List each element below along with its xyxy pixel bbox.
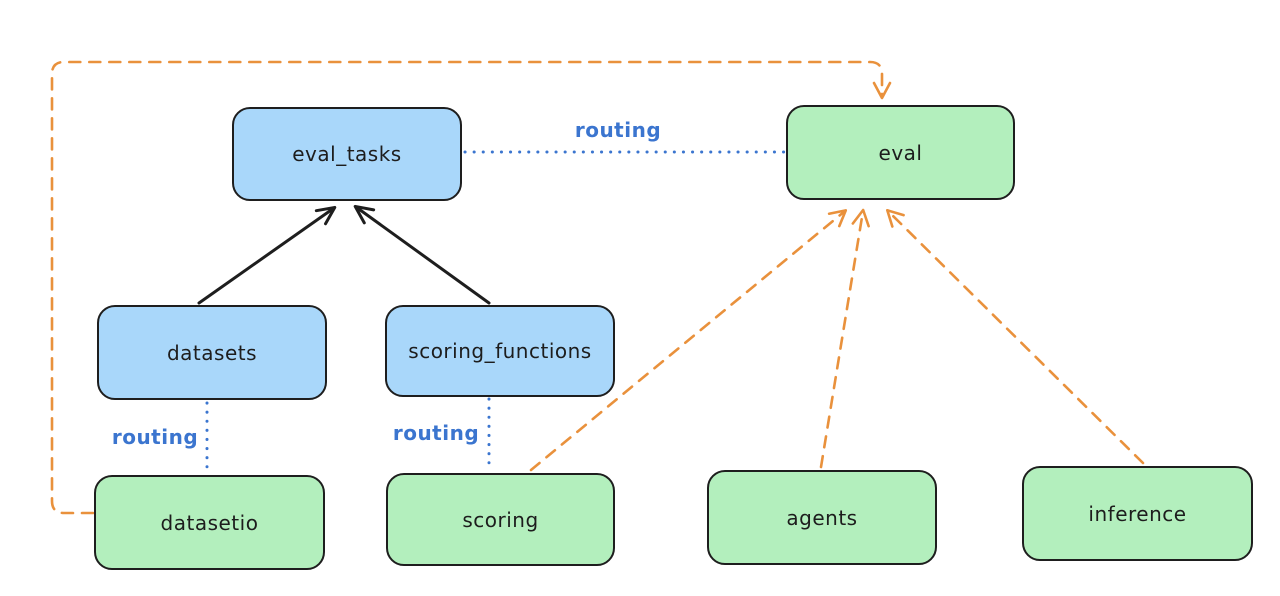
routing-label-eval-tasks-eval[interactable]: routing	[574, 118, 662, 142]
routing-label-datasets-datasetio[interactable]: routing	[111, 425, 199, 449]
edge-datasets-eval-tasks[interactable]	[197, 205, 337, 305]
node-agents[interactable]: agents	[707, 470, 937, 565]
node-scoring[interactable]: scoring	[386, 473, 615, 566]
node-eval-label: eval	[878, 140, 923, 165]
edge-inference-eval[interactable]	[885, 208, 1145, 465]
node-scoring-label: scoring	[462, 507, 539, 532]
edge-scoring-eval[interactable]	[529, 209, 848, 472]
node-eval[interactable]: eval	[786, 105, 1015, 200]
node-eval-tasks-label: eval_tasks	[292, 142, 402, 166]
node-inference[interactable]: inference	[1022, 466, 1253, 561]
node-agents-label: agents	[786, 505, 858, 530]
node-eval-tasks[interactable]: eval_tasks	[232, 107, 462, 201]
edge-datasetio-eval[interactable]	[50, 60, 892, 515]
node-datasetio[interactable]: datasetio	[94, 475, 325, 570]
node-datasetio-label: datasetio	[160, 510, 259, 535]
edge-scoring-functions-eval-tasks[interactable]	[353, 204, 491, 305]
node-datasets[interactable]: datasets	[97, 305, 327, 400]
node-scoring-functions[interactable]: scoring_functions	[385, 305, 615, 397]
edge-agents-eval[interactable]	[819, 208, 870, 469]
node-datasets-label: datasets	[166, 340, 258, 365]
routing-label-scoring-functions-scoring[interactable]: routing	[392, 421, 480, 445]
node-inference-label: inference	[1088, 501, 1187, 526]
node-scoring-functions-label: scoring_functions	[408, 339, 592, 363]
